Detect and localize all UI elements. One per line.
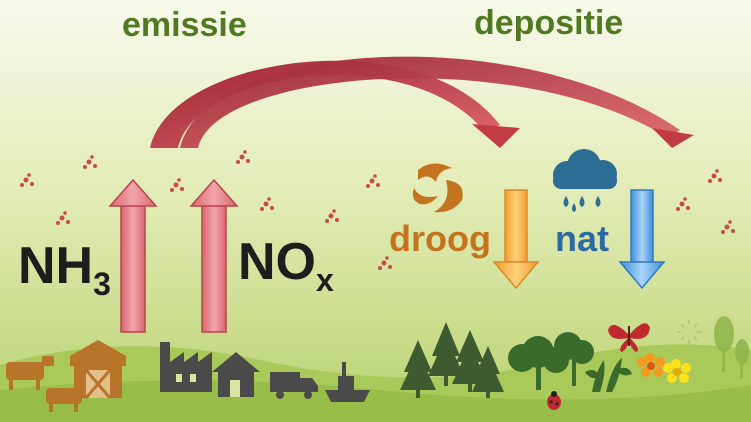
- dry-deposition-label: droog: [389, 218, 491, 259]
- nh3-subscript: 3: [93, 266, 111, 302]
- curved-arrow-to-dry: [150, 60, 520, 148]
- flower-icon: [637, 353, 691, 383]
- ladybug-icon: [547, 391, 561, 410]
- deposition-label: depositie: [474, 4, 624, 42]
- tree-icon: [508, 332, 594, 390]
- tree-icon: [714, 316, 749, 378]
- barn-icon: [70, 340, 126, 399]
- dry-deposition-arrow: [492, 189, 540, 290]
- wet-deposition-arrow: [618, 189, 666, 290]
- emission-label: emissie: [122, 6, 247, 44]
- cow-icon: [6, 356, 54, 390]
- leaf-icon: [412, 163, 463, 213]
- butterfly-icon: [608, 323, 650, 352]
- emission-arrow-nox: [189, 178, 239, 333]
- nh3-label: NH3: [18, 236, 111, 303]
- emission-arrow-nh3: [108, 178, 158, 333]
- tree-icon: [585, 358, 632, 392]
- wet-deposition-label: nat: [555, 218, 609, 259]
- particle-clusters: [20, 150, 735, 270]
- nox-base: NO: [238, 233, 316, 291]
- truck-icon: [270, 372, 318, 399]
- factory-icon: [160, 342, 212, 392]
- cloud-rain-icon: [553, 149, 617, 212]
- curved-arrow-to-wet: [180, 56, 694, 148]
- house-icon: [212, 352, 260, 397]
- tree-icon: [400, 322, 504, 398]
- ship-icon: [325, 362, 370, 402]
- nox-subscript: x: [316, 262, 334, 298]
- sun-icon: [677, 320, 701, 344]
- nh3-base: NH: [18, 237, 94, 295]
- nox-label: NOx: [238, 232, 334, 299]
